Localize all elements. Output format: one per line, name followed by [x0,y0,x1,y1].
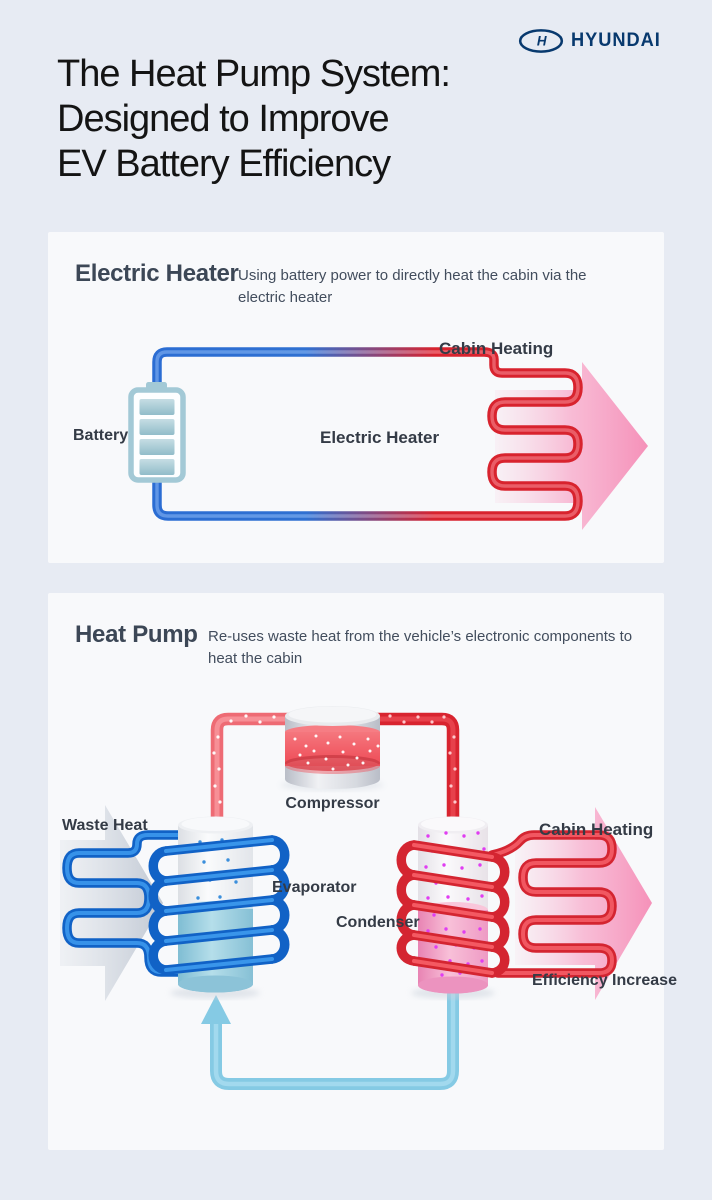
heat-pump-diagram [60,706,652,1090]
battery-label: Battery [73,427,129,444]
page-title-line: The Heat Pump System: [57,53,451,95]
heat-pump-card: Heat Pump Re-uses waste heat from the ve… [48,593,677,1150]
battery-icon [128,382,186,483]
evaporator-coil-front [161,835,277,975]
hyundai-wordmark: HYUNDAI [571,30,662,51]
cabin-heating-arrow-icon [495,362,648,530]
electric-heater-card: Electric Heater Using battery power to d… [48,232,664,563]
hyundai-logo: H HYUNDAI [518,29,665,53]
compressor-label: Compressor [285,795,380,812]
heat-pump-card-description: Re-uses waste heat from the vehicle’s el… [208,628,633,667]
hyundai-logo-letter: H [537,34,547,49]
electric-heater-card-title: Electric Heater [75,260,239,287]
cabin-heating-label: Cabin Heating [439,339,554,358]
page-title: The Heat Pump System: Designed to Improv… [57,52,451,187]
expansion-pipe [210,987,459,1090]
hyundai-logo-icon: H [519,29,564,53]
page-title-line: EV Battery Efficiency [57,143,391,185]
heater-pipe-highlight [155,350,580,518]
condenser-label: Condenser [336,914,420,931]
electric-heater-diagram [128,347,648,530]
efficiency-increase-label: Efficiency Increase [532,972,677,989]
expansion-pipe-highlight [213,990,456,1087]
high-pressure-pipe [371,712,460,840]
heat-pump-card-title: Heat Pump [75,621,198,648]
condenser-coil-front [409,840,497,978]
electric-heater-card-description: Using battery power to directly heat the… [238,267,587,306]
evaporator-label: Evaporator [272,879,357,896]
low-pressure-pipe [210,712,295,840]
page-title-line: Designed to Improve [57,98,390,140]
compressor-icon [285,706,380,789]
electric-heater-label: Electric Heater [320,428,440,447]
flow-up-arrowhead-icon [201,995,231,1024]
cabin-heating-label: Cabin Heating [539,820,654,839]
waste-heat-label: Waste Heat [62,817,148,834]
